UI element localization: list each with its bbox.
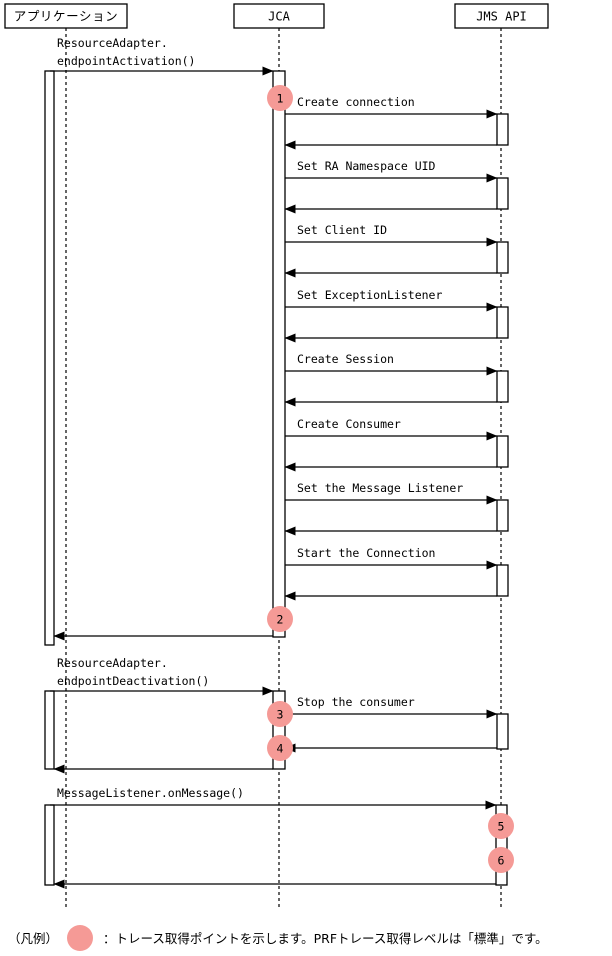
trace-marker-1: 1 — [267, 85, 293, 111]
message-label-m11: Stop the consumer — [297, 695, 415, 709]
message-label-m10: ResourceAdapter. — [57, 656, 168, 670]
trace-marker-circle — [488, 847, 514, 873]
trace-marker-6: 6 — [488, 847, 514, 873]
message-label-m2: Set RA Namespace UID — [297, 159, 436, 173]
lifeline-application: アプリケーション — [4, 3, 128, 910]
trace-marker-circle — [267, 735, 293, 761]
activation-bar-jms-act-5 — [496, 370, 509, 403]
lifeline-jca: JCA — [233, 3, 325, 910]
activation-bar-jms-act-4 — [496, 306, 509, 339]
lifeline-label-jms_api: JMS API — [476, 10, 527, 24]
message-m10: ResourceAdapter. endpointDeactivation() — [50, 656, 274, 696]
message-label-m6: Create Consumer — [297, 417, 401, 431]
message-m3: Set Client ID — [285, 223, 498, 247]
activation-bar-jms-act-7 — [496, 499, 509, 532]
message-m13: MessageListener.onMessage() — [50, 786, 497, 810]
activation-bar-jms-act-2 — [496, 177, 509, 210]
activation-bar-jms-act-6 — [496, 435, 509, 468]
trace-marker-number: 5 — [498, 820, 505, 834]
activations-layer — [44, 70, 509, 886]
lifeline-header-jca: JCA — [233, 3, 325, 29]
message-label-m7: Set the Message Listener — [297, 481, 463, 495]
message-m0: ResourceAdapter. endpointActivation() — [50, 36, 274, 76]
lifeline-jms_api: JMS API — [454, 3, 549, 910]
message-m5: Create Session — [285, 352, 498, 376]
message-m2: Set RA Namespace UID — [285, 159, 498, 183]
message-label-m0: endpointActivation() — [57, 54, 195, 68]
activation-bar-app-act-1 — [44, 70, 55, 646]
message-label-m13: MessageListener.onMessage() — [57, 786, 244, 800]
message-m7: Set the Message Listener — [285, 481, 498, 505]
message-m11: Stop the consumer — [285, 695, 498, 719]
trace-marker-number: 2 — [277, 613, 284, 627]
activation-bar-jms-act-1 — [496, 113, 509, 146]
trace-marker-number: 6 — [498, 854, 505, 868]
message-label-m0: ResourceAdapter. — [57, 36, 168, 50]
lifeline-box-application — [4, 3, 128, 29]
message-m4: Set ExceptionListener — [285, 288, 498, 312]
trace-marker-circle — [267, 701, 293, 727]
trace-marker-3: 3 — [267, 701, 293, 727]
trace-marker-number: 1 — [277, 92, 284, 106]
trace-marker-5: 5 — [488, 813, 514, 839]
lifeline-label-jca: JCA — [268, 10, 290, 24]
lifeline-header-application: アプリケーション — [4, 3, 128, 29]
lifeline-header-jms_api: JMS API — [454, 3, 549, 29]
trace-marker-number: 3 — [277, 708, 284, 722]
activation-bar-jms-act-10 — [495, 804, 508, 886]
activation-bar-app-act-2 — [44, 690, 55, 770]
trace-marker-4: 4 — [267, 735, 293, 761]
activation-bar-jms-act-3 — [496, 241, 509, 274]
trace-marker-2: 2 — [267, 606, 293, 632]
activation-bar-jms-act-9 — [496, 713, 509, 750]
legend-layer: （凡例） ：トレース取得ポイントを示します。PRFトレース取得レベルは「標準」です… — [8, 925, 548, 951]
trace-marker-number: 4 — [277, 742, 284, 756]
trace-marker-circle — [267, 85, 293, 111]
lifeline-box-jca — [233, 3, 325, 29]
activation-bar-jms-act-8 — [496, 564, 509, 597]
activation-bar-jca-act-1 — [272, 70, 286, 638]
message-label-m4: Set ExceptionListener — [297, 288, 442, 302]
activation-bar-app-act-3 — [44, 804, 55, 886]
lifeline-box-jms_api — [454, 3, 549, 29]
message-label-m8: Start the Connection — [297, 546, 435, 560]
message-label-m3: Set Client ID — [297, 223, 387, 237]
message-m8: Start the Connection — [285, 546, 498, 570]
trace-marker-circle — [488, 813, 514, 839]
trace-markers-layer: 1 2 3 4 5 6 — [267, 85, 514, 873]
message-label-m5: Create Session — [297, 352, 394, 366]
message-m6: Create Consumer — [285, 417, 498, 441]
trace-marker-circle — [267, 606, 293, 632]
message-label-m1: Create connection — [297, 95, 415, 109]
legend-marker-circle — [67, 925, 93, 951]
legend-description: ：トレース取得ポイントを示します。PRFトレース取得レベルは「標準」です。 — [103, 931, 548, 946]
message-label-m10: endpointDeactivation() — [57, 674, 209, 688]
lifelines-layer: アプリケーション JCA JMS API — [4, 3, 549, 910]
message-m1: Create connection — [285, 95, 498, 119]
lifeline-label-application: アプリケーション — [14, 9, 119, 24]
messages-layer: ResourceAdapter. endpointActivation() Crea… — [50, 36, 498, 889]
legend-prefix: （凡例） — [8, 931, 58, 946]
